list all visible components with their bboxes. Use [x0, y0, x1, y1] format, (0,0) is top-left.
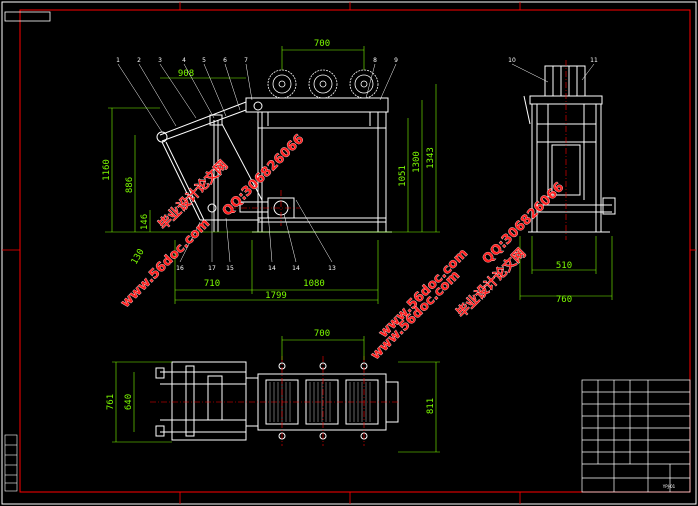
callout-13: 13	[328, 265, 336, 272]
dim-front-700: 700	[314, 39, 330, 49]
callout-4: 4	[182, 57, 186, 64]
dim-plan-761: 761	[106, 394, 116, 410]
side-view	[523, 65, 616, 233]
dim-plan-640: 640	[124, 394, 134, 410]
front-frame-top	[245, 97, 389, 113]
dim-front-1343: 1343	[426, 147, 436, 169]
dim-front-710: 710	[204, 279, 220, 289]
callout-5: 5	[202, 57, 206, 64]
plan-centerlines	[150, 356, 400, 446]
dim-plan-700: 700	[314, 329, 330, 339]
dim-side-760: 760	[556, 295, 572, 305]
dim-front-908: 908	[178, 69, 194, 79]
watermark-cn-1: 毕业设计论文网	[155, 157, 231, 233]
inner-border	[19, 9, 691, 493]
callout-14b: 14	[292, 265, 300, 272]
callout-1: 1	[116, 57, 120, 64]
dim-front-886: 886	[125, 177, 135, 193]
title-block	[581, 379, 691, 493]
watermark-url-3: www.56doc.com	[368, 268, 463, 363]
side-top-box	[544, 65, 586, 97]
dim-front-146: 146	[140, 214, 150, 230]
plan-view	[155, 361, 399, 441]
dim-front-1300: 1300	[412, 151, 422, 173]
callout-7: 7	[244, 57, 248, 64]
side-callout-leaders	[511, 63, 595, 83]
title-block-drawing-number: YPJ-01	[662, 484, 676, 489]
dim-plan-811: 811	[426, 398, 436, 414]
callout-2: 2	[137, 57, 141, 64]
dim-front-1160: 1160	[102, 159, 112, 181]
margin-ruler	[4, 434, 18, 492]
callout-14a: 14	[268, 265, 276, 272]
dim-front-1051: 1051	[398, 165, 408, 187]
watermarks: 毕业设计论文网 www.56doc.com QQ:306826066 QQ:30…	[118, 131, 568, 363]
plan-dim-lines	[112, 336, 440, 453]
callout-9: 9	[394, 57, 398, 64]
dim-front-1799: 1799	[265, 291, 287, 301]
front-brush-rolls	[266, 69, 380, 99]
dim-front-1080: 1080	[303, 279, 325, 289]
front-callout-leaders	[117, 63, 397, 263]
callout-6: 6	[223, 57, 227, 64]
dim-front-130: 130	[130, 247, 147, 266]
callout-11: 11	[590, 57, 598, 64]
plan-left-block	[171, 361, 247, 441]
front-dim-texts: 700 908 1160 886 1051 1300 1343 146 130 …	[102, 39, 436, 301]
callout-17: 17	[208, 265, 216, 272]
front-dim-lines	[105, 46, 440, 304]
front-callout-numbers: 1 2 3 4 5 6 7 8 9 16 17 15 14 14 13	[116, 57, 398, 272]
side-dim-lines	[519, 236, 613, 300]
corner-title-box	[4, 11, 51, 22]
callout-10: 10	[508, 57, 516, 64]
callout-16: 16	[176, 265, 184, 272]
dim-side-510: 510	[556, 261, 572, 271]
callout-8: 8	[373, 57, 377, 64]
callout-15: 15	[226, 265, 234, 272]
callout-3: 3	[158, 57, 162, 64]
front-centerlines	[230, 190, 300, 226]
watermark-url-2: www.56doc.com	[376, 246, 471, 341]
